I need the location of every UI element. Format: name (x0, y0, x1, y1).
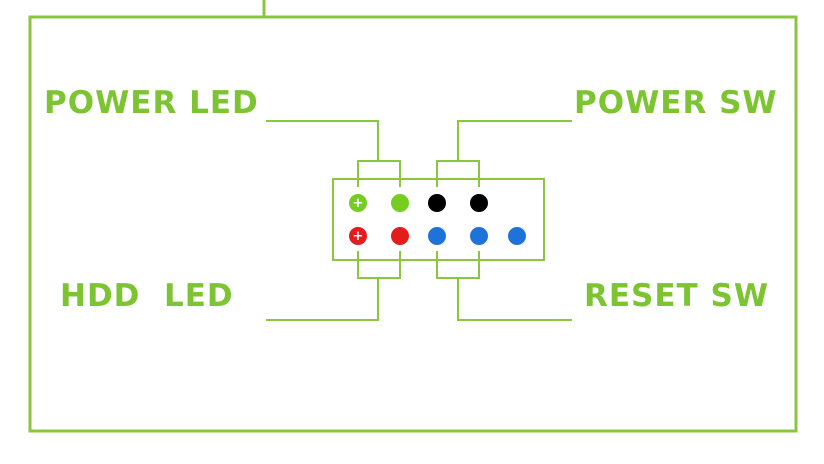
outer-frame (28, 15, 798, 433)
polarity-plus-mark: + (353, 229, 364, 244)
pin-top-1 (349, 194, 367, 212)
power-led-leader (266, 120, 379, 161)
power-sw-label: POWER SW (574, 85, 778, 121)
pin-bottom-1 (349, 227, 367, 245)
power-led-label: POWER LED (44, 85, 259, 121)
pin-bottom-2 (391, 227, 409, 245)
header-outline (332, 178, 545, 261)
pin-bottom-4 (470, 227, 488, 245)
hdd-led-label: HDD LED (60, 278, 234, 314)
header-pins: ++ (349, 194, 526, 245)
pin-bottom-3 (428, 227, 446, 245)
pin-bottom-5 (508, 227, 526, 245)
power-led-bracket (357, 160, 401, 187)
pin-top-2 (391, 194, 409, 212)
pin-top-3 (428, 194, 446, 212)
power-sw-bracket (436, 160, 480, 187)
reset-sw-leader (457, 278, 572, 321)
polarity-plus-mark: + (353, 196, 364, 211)
reset-sw-label: RESET SW (584, 278, 770, 314)
power-sw-leader (457, 120, 572, 161)
hdd-led-bracket (357, 251, 401, 279)
reset-sw-bracket (436, 251, 480, 279)
pin-top-4 (470, 194, 488, 212)
hdd-led-leader (266, 278, 379, 321)
